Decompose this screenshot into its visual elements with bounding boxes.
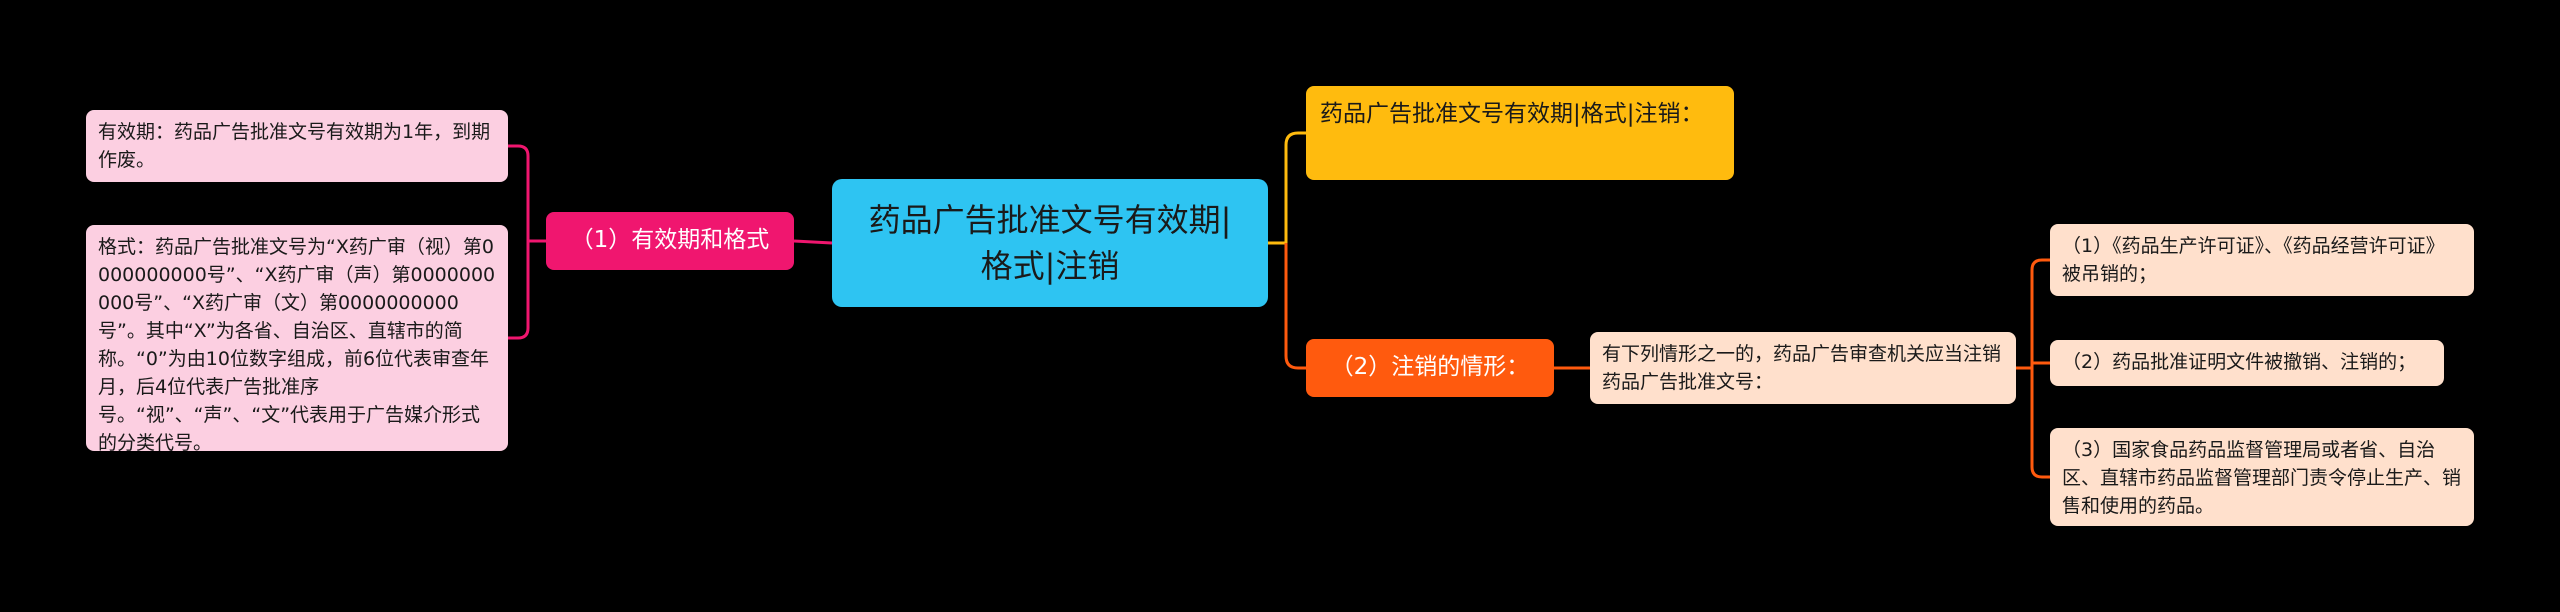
root-topic-text: 药品广告批准文号有效期|格式|注销 bbox=[868, 201, 1232, 285]
leaf-cancel-2[interactable]: （2）药品批准证明文件被撤销、注销的； bbox=[2050, 340, 2444, 386]
branch-cancel-label: （2）注销的情形： bbox=[1330, 354, 1530, 381]
leaf-validity[interactable]: 有效期：药品广告批准文号有效期为1年，到期作废。 bbox=[86, 110, 508, 182]
leaf-format[interactable]: 格式：药品广告批准文号为“X药广审（视）第0000000000号”、“X药广审（… bbox=[86, 225, 508, 454]
link-validity-leaf-1 bbox=[508, 144, 546, 243]
cancel-detail-text: 有下列情形之一的，药品广告审查机关应当注销药品广告批准文号： bbox=[1602, 343, 2002, 393]
leaf-cancel-2-text: （2）药品批准证明文件被撤销、注销的； bbox=[2062, 351, 2417, 373]
link-detail-leaf-3 bbox=[2016, 366, 2050, 479]
link-detail-leaf-1 bbox=[2016, 258, 2050, 370]
branch-cancel[interactable]: （2）注销的情形： bbox=[1306, 339, 1554, 397]
branch-validity-format-label: （1）有效期和格式 bbox=[570, 227, 770, 254]
cancel-detail[interactable]: 有下列情形之一的，药品广告审查机关应当注销药品广告批准文号： bbox=[1590, 332, 2016, 404]
branch-title-node[interactable]: 药品广告批准文号有效期|格式|注销： bbox=[1306, 86, 1734, 180]
leaf-format-text: 格式：药品广告批准文号为“X药广审（视）第0000000000号”、“X药广审（… bbox=[98, 236, 496, 454]
branch-validity-format[interactable]: （1）有效期和格式 bbox=[546, 212, 794, 270]
link-root-title bbox=[1284, 131, 1306, 243]
leaf-cancel-1-text: （1）《药品生产许可证》、《药品经营许可证》被吊销的； bbox=[2062, 235, 2445, 285]
leaf-validity-text: 有效期：药品广告批准文号有效期为1年，到期作废。 bbox=[98, 121, 491, 171]
leaf-cancel-3[interactable]: （3）国家食品药品监督管理局或者省、自治区、直辖市药品监督管理部门责令停止生产、… bbox=[2050, 428, 2474, 526]
root-topic[interactable]: 药品广告批准文号有效期|格式|注销 bbox=[832, 179, 1268, 307]
link-validity-leaf-2 bbox=[508, 239, 546, 340]
branch-title-node-label: 药品广告批准文号有效期|格式|注销： bbox=[1320, 101, 1704, 127]
link-root-cancel bbox=[1284, 243, 1306, 370]
leaf-cancel-1[interactable]: （1）《药品生产许可证》、《药品经营许可证》被吊销的； bbox=[2050, 224, 2474, 296]
link-root-validity bbox=[793, 239, 833, 245]
leaf-cancel-3-text: （3）国家食品药品监督管理局或者省、自治区、直辖市药品监督管理部门责令停止生产、… bbox=[2062, 439, 2462, 517]
